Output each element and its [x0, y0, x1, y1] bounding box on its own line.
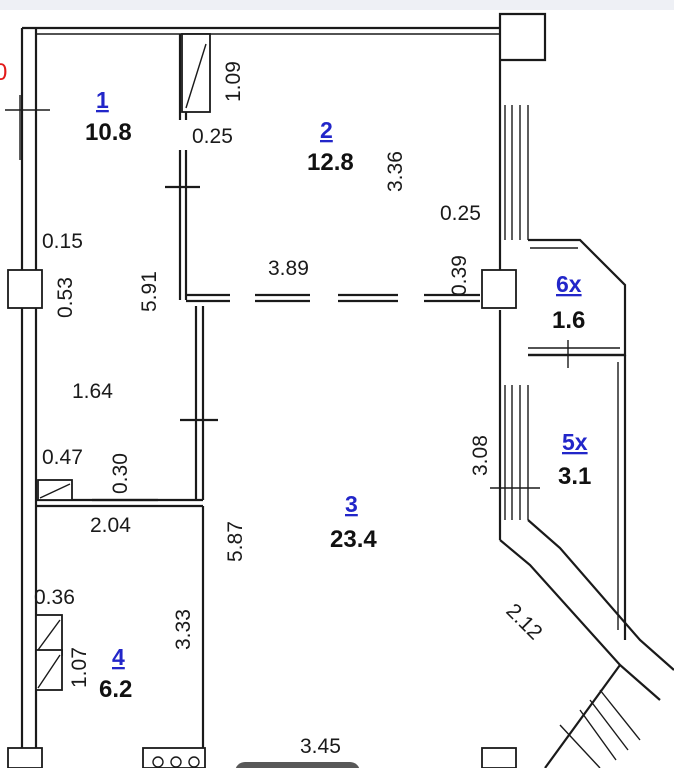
dim-5-91: 5.91	[138, 271, 161, 312]
dim-0-25-b: 0.25	[440, 202, 481, 225]
room-4-area: 6.2	[99, 676, 132, 703]
room-1-number: 1	[96, 87, 109, 113]
dim-1-64: 1.64	[72, 380, 113, 403]
room-4-number: 4	[112, 644, 125, 670]
room-1-area: 10.8	[85, 119, 132, 146]
room-6-area: 1.6	[552, 307, 585, 334]
room-5-number: 5х	[562, 429, 588, 455]
room-6-number: 6х	[556, 271, 582, 297]
scroll-pill[interactable]	[235, 762, 360, 768]
dim-3-36: 3.36	[384, 151, 407, 192]
dim-1-09: 1.09	[222, 61, 245, 102]
dim-3-89: 3.89	[268, 257, 309, 280]
room-2-number: 2	[320, 117, 333, 143]
dim-0-36: 0.36	[34, 586, 75, 609]
dim-5-87: 5.87	[224, 521, 247, 562]
columns	[7, 269, 517, 768]
balcony	[528, 238, 627, 640]
room-3-area: 23.4	[330, 526, 377, 553]
room-3-number: 3	[345, 491, 358, 517]
ventilation-shafts	[35, 33, 211, 691]
dim-3-33: 3.33	[172, 609, 195, 650]
door-marks	[5, 95, 540, 502]
room-5-area: 3.1	[558, 463, 591, 490]
stove	[142, 747, 206, 768]
dim-3-08: 3.08	[469, 435, 492, 476]
dim-1-07: 1.07	[68, 647, 91, 688]
dim-3-45: 3.45	[300, 735, 341, 758]
dim-0-47: 0.47	[42, 446, 83, 469]
dim-2-12: 2.12	[501, 599, 546, 644]
dim-0-15: 0.15	[42, 230, 83, 253]
dim-0-39: 0.39	[448, 255, 471, 296]
dim-2-04: 2.04	[90, 514, 131, 537]
dim-0-53: 0.53	[54, 277, 77, 318]
room-2-area: 12.8	[307, 149, 354, 176]
top-edge-strip	[0, 0, 674, 10]
dim-0-30: 0.30	[109, 453, 132, 494]
dim-0-25-a: 0.25	[192, 125, 233, 148]
edge-mark: 0	[0, 59, 7, 86]
